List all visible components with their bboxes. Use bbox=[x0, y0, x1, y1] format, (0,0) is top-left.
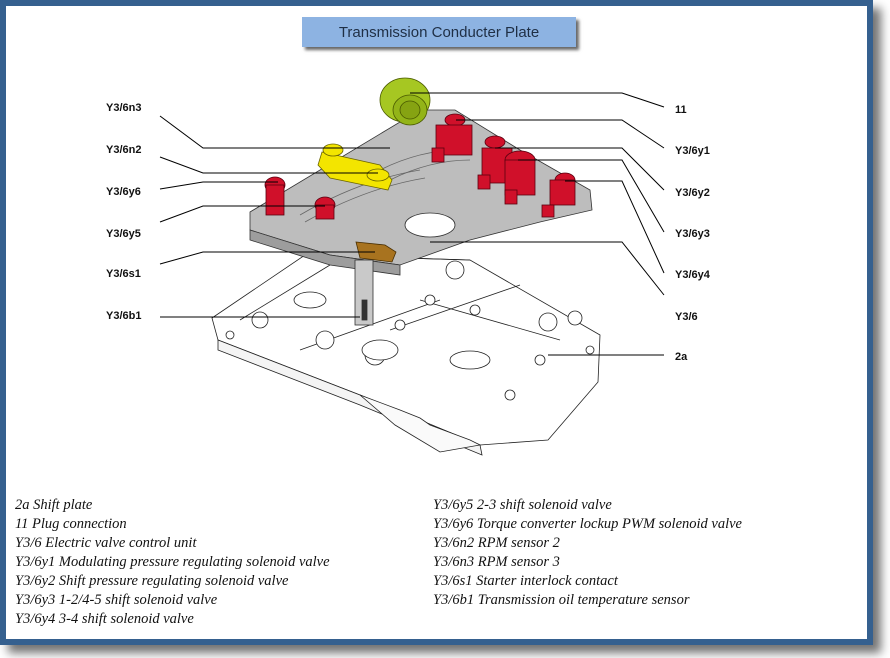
legend-item: Y3/6b1 Transmission oil temperature sens… bbox=[433, 592, 690, 608]
legend-item: 11 Plug connection bbox=[15, 516, 127, 532]
callout-y3-6y4: Y3/6y4 bbox=[675, 269, 710, 281]
callout-y3-6b1: Y3/6b1 bbox=[106, 310, 142, 322]
legend-item: Y3/6y5 2-3 shift solenoid valve bbox=[433, 497, 612, 513]
solenoids-right-red bbox=[431, 113, 576, 218]
callout-y3-6y1: Y3/6y1 bbox=[675, 145, 710, 157]
legend-item: Y3/6s1 Starter interlock contact bbox=[433, 573, 618, 589]
callout-y3-6y3: Y3/6y3 bbox=[675, 228, 710, 240]
callout-y3-6y6: Y3/6y6 bbox=[106, 186, 141, 198]
legend-item: Y3/6y1 Modulating pressure regulating so… bbox=[15, 554, 330, 570]
callout-y3-6n2: Y3/6n2 bbox=[106, 144, 142, 156]
legend-item: 2a Shift plate bbox=[15, 497, 93, 513]
starter-interlock-contact bbox=[355, 241, 397, 263]
callout-y3-6y2: Y3/6y2 bbox=[675, 187, 710, 199]
leader-lines bbox=[159, 92, 665, 356]
plug-connection-11 bbox=[379, 77, 431, 126]
title-banner: Transmission Conducter Plate bbox=[302, 17, 576, 47]
legend-item: Y3/6y3 1-2/4-5 shift solenoid valve bbox=[15, 592, 218, 608]
legend-item: Y3/6n3 RPM sensor 3 bbox=[433, 554, 560, 570]
shift-plate-2a bbox=[211, 254, 601, 456]
rpm-sensors-yellow bbox=[317, 143, 393, 191]
legend-item: Y3/6y4 3-4 shift solenoid valve bbox=[15, 611, 194, 627]
callout-y3-6y5: Y3/6y5 bbox=[106, 228, 141, 240]
solenoids-left-red bbox=[264, 176, 336, 220]
legend-left: 2a Shift plate 11 Plug connection Y3/6 E… bbox=[15, 496, 330, 629]
legend-item: Y3/6y2 Shift pressure regulating solenoi… bbox=[15, 573, 289, 589]
callout-2a: 2a bbox=[675, 351, 688, 363]
legend-item: Y3/6n2 RPM sensor 2 bbox=[433, 535, 560, 551]
legend-item: Y3/6y6 Torque converter lockup PWM solen… bbox=[433, 516, 742, 532]
legend-right: Y3/6y5 2-3 shift solenoid valve Y3/6y6 T… bbox=[433, 496, 742, 610]
callout-y3-6s1: Y3/6s1 bbox=[106, 268, 141, 280]
legend-item: Y3/6 Electric valve control unit bbox=[15, 535, 197, 551]
callout-y3-6n3: Y3/6n3 bbox=[106, 102, 142, 114]
callout-y3-6: Y3/6 bbox=[675, 311, 698, 323]
diagram-title: Transmission Conducter Plate bbox=[338, 23, 540, 41]
callout-11: 11 bbox=[675, 104, 687, 116]
